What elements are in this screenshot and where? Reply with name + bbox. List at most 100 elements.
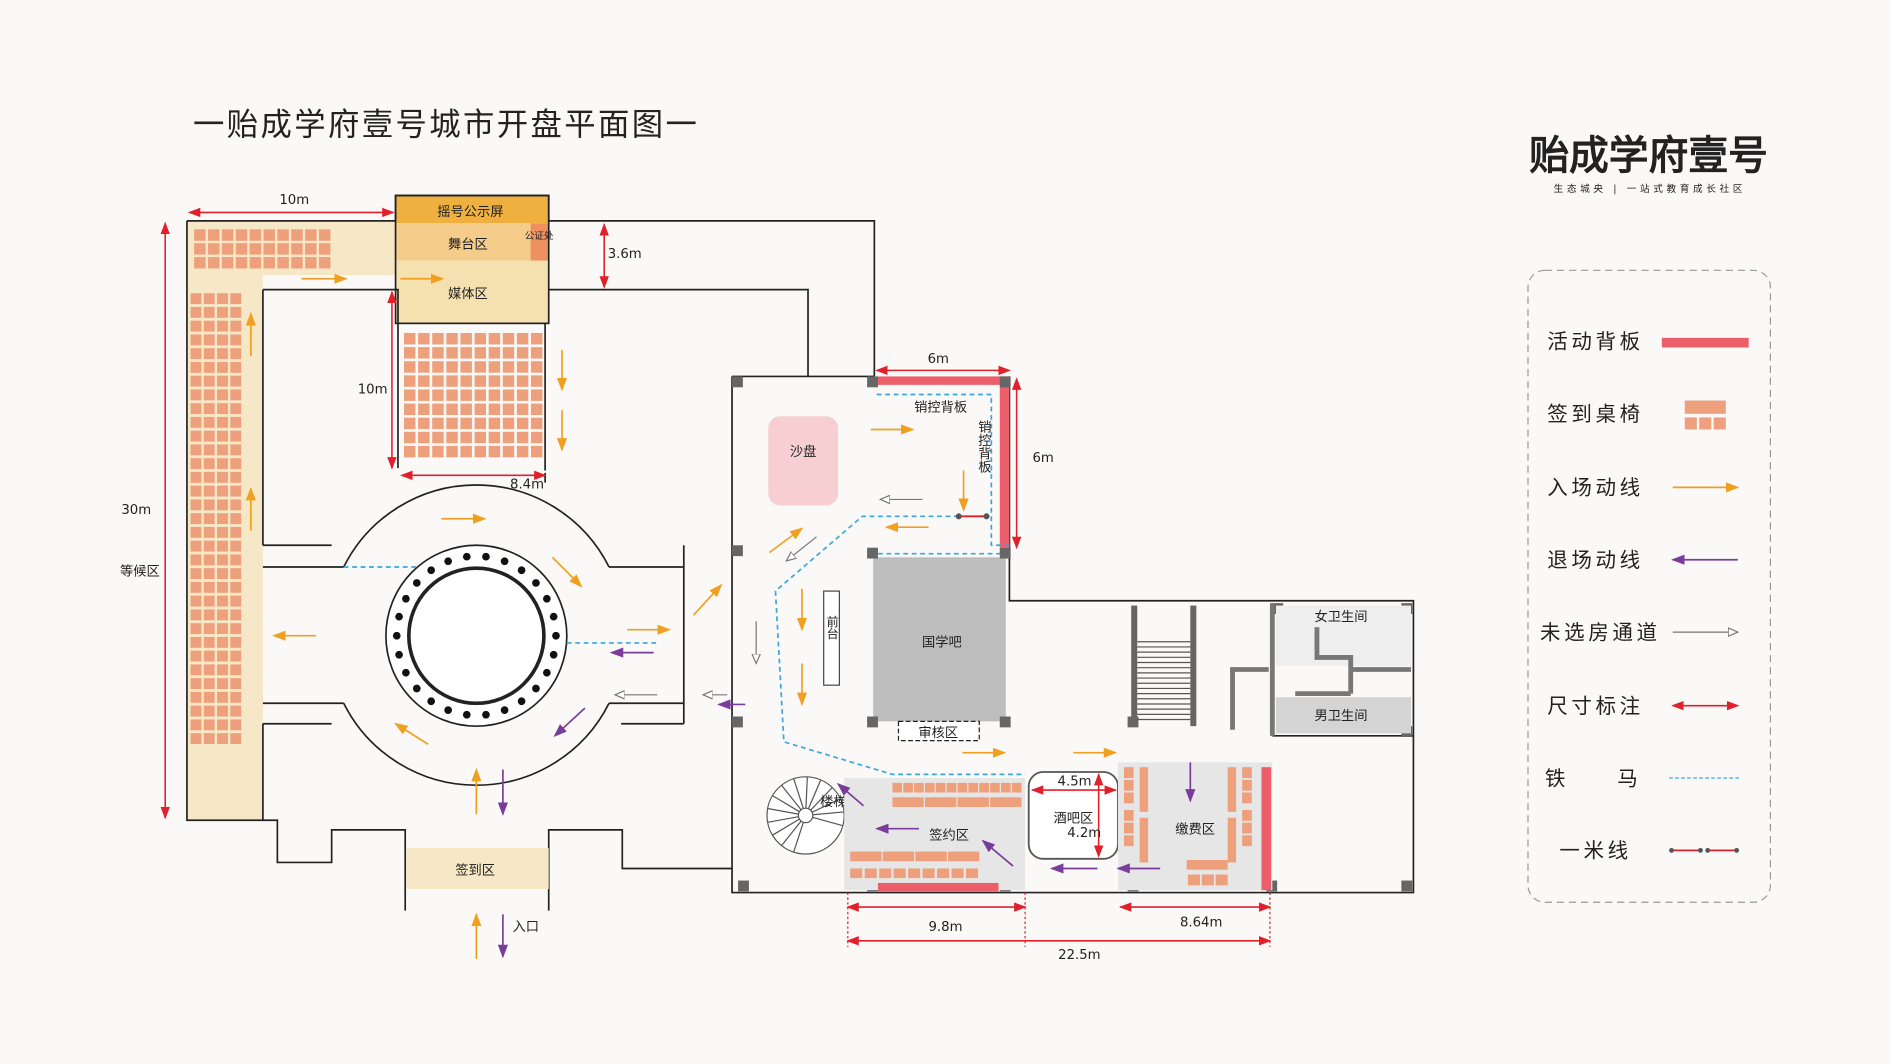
seat [530, 417, 543, 430]
activity-backboard-right [999, 376, 1010, 548]
seat [432, 375, 444, 387]
seat [230, 306, 242, 318]
seat [1123, 835, 1134, 847]
stairs-label: 楼梯 [820, 794, 847, 810]
dim-total-length: 30m [121, 503, 151, 518]
seat [190, 389, 202, 401]
seat [893, 868, 906, 879]
seat [318, 243, 331, 255]
seat [1242, 779, 1252, 791]
seat [203, 568, 215, 580]
ring-seat [482, 552, 490, 561]
seat [230, 623, 242, 635]
seat [190, 403, 202, 415]
waiting-seats [190, 229, 331, 745]
legend-label: 退场动线 [1547, 548, 1643, 572]
spiral-stairs [766, 776, 845, 855]
seat [903, 782, 913, 793]
seat [203, 306, 215, 318]
seat [924, 797, 957, 807]
seat [217, 306, 228, 318]
seat [488, 417, 501, 430]
seat [217, 334, 228, 346]
seat [516, 347, 529, 359]
review-area [897, 720, 980, 742]
seat [418, 347, 430, 359]
dim-backboard-v: 6m [1033, 451, 1054, 466]
seat [990, 797, 1022, 807]
seat [190, 348, 202, 360]
spiral-step [793, 778, 804, 809]
one-meter-line-icon [1669, 847, 1740, 853]
seat [516, 445, 529, 458]
seat [530, 347, 543, 359]
seat [203, 320, 215, 332]
seat [446, 361, 458, 373]
ring-seat [552, 631, 560, 640]
entrance-label[interactable]: 入口 [513, 920, 540, 935]
seat [217, 403, 228, 415]
guoxue-bar [873, 557, 1006, 722]
seat [230, 581, 242, 593]
seat [190, 320, 202, 332]
seat [203, 471, 215, 483]
legend-label: 活动背板 [1547, 330, 1643, 354]
female-restroom-label: 女卫生间 [1315, 608, 1368, 625]
seat [230, 595, 242, 607]
lottery-screen [395, 195, 549, 224]
seat [488, 375, 501, 387]
seat [203, 375, 215, 387]
seat [530, 333, 543, 345]
seat [502, 347, 515, 359]
payment-seats [1123, 767, 1252, 886]
ring-seat [402, 668, 410, 677]
legend-label: 签到桌椅 [1547, 402, 1643, 426]
seat [190, 513, 202, 525]
seat [203, 444, 215, 456]
seat [203, 403, 215, 415]
front-desk-label: 前台 [825, 614, 839, 640]
ring-seat [444, 706, 453, 714]
seat [474, 389, 487, 401]
seat [230, 293, 242, 305]
lottery-screen-label: 摇号公示屏 [437, 204, 503, 220]
seat [879, 868, 892, 879]
seat [318, 229, 331, 241]
ring-seat [517, 697, 526, 706]
seat [530, 389, 543, 401]
seat [190, 568, 202, 580]
spiral-step [772, 818, 800, 836]
seat [190, 678, 202, 690]
seat [404, 361, 416, 373]
seat [217, 513, 228, 525]
seat [305, 229, 317, 241]
logo-slogan: 生态城央 | 一站式教育成长社区 [1554, 183, 1746, 195]
seat [230, 733, 242, 745]
seat [404, 403, 416, 416]
seat [460, 347, 472, 359]
seat [203, 623, 215, 635]
dim-backboard-h: 6m [928, 352, 949, 367]
seat [418, 431, 430, 444]
seat [1227, 767, 1237, 812]
seat [418, 333, 430, 345]
seat [230, 609, 242, 621]
seat [892, 797, 924, 807]
ring-seat [427, 697, 436, 706]
ring-seat [392, 631, 401, 640]
seat [203, 485, 215, 497]
seat [474, 375, 487, 387]
seat [291, 243, 303, 255]
seat [230, 471, 242, 483]
seat [1123, 809, 1134, 821]
seat [404, 375, 416, 387]
column [867, 716, 878, 728]
seat [263, 243, 275, 255]
seat [217, 444, 228, 456]
seat [488, 333, 501, 345]
seat [230, 348, 242, 360]
seat [203, 650, 215, 662]
seat [203, 293, 215, 305]
seat [460, 431, 472, 444]
